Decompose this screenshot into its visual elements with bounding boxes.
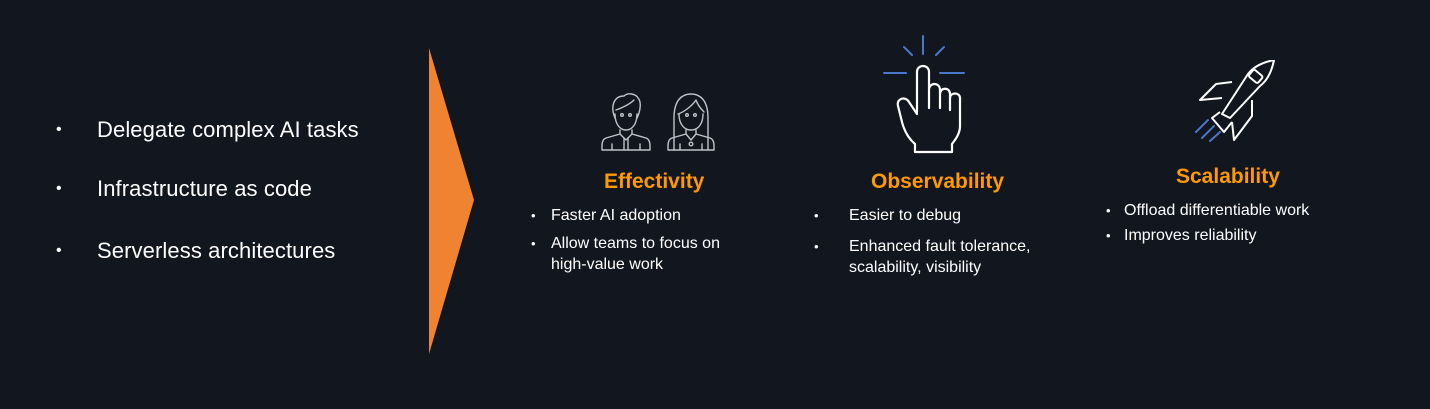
list-item-line: Easier to debug [849,207,962,224]
bullet: • [56,121,62,138]
bullet: • [814,208,819,223]
list-item: • Faster AI adoption [531,205,791,226]
list-item-line: Faster AI adoption [551,207,681,224]
list-item: • Enhanced fault tolerance, scalability,… [814,236,1084,278]
list-item-label: Infrastructure as code [97,176,312,201]
bullet: • [1106,228,1111,243]
bullet: • [56,242,62,259]
list-item-line: high-value work [551,256,664,273]
list-item-line: scalability, visibility [849,259,982,276]
column-title: Scalability [1176,165,1280,188]
bullet: • [531,236,536,251]
column-bullet-list: • Faster AI adoption • Allow teams to fo… [531,205,791,282]
list-item-line: Allow teams to focus on [551,235,720,252]
column-title: Observability [871,170,1005,193]
hand-pointer-icon [883,35,965,154]
list-item: • Improves reliability [1106,225,1376,246]
bullet: • [814,239,819,254]
column-bullet-list: • Offload differentiable work • Improves… [1106,200,1376,253]
list-item-line: Improves reliability [1124,227,1257,244]
list-item-label: Serverless architectures [97,238,336,263]
list-item: • Offload differentiable work [1106,200,1376,221]
list-item-label: Delegate complex AI tasks [97,117,359,142]
column-title: Effectivity [604,170,705,193]
people-icon [601,93,715,151]
list-item: • Easier to debug [814,205,1084,226]
column-bullet-list: • Easier to debug • Enhanced fault toler… [814,205,1084,285]
list-item-line: Offload differentiable work [1124,202,1310,219]
list-item-line: Enhanced fault tolerance, [849,238,1031,255]
rocket-icon [1195,60,1275,142]
bullet: • [531,208,536,223]
bullet: • [56,180,62,197]
chevron-right-arrow-icon [429,48,474,354]
bullet: • [1106,203,1111,218]
list-item: • Allow teams to focus on high-value wor… [531,233,791,275]
